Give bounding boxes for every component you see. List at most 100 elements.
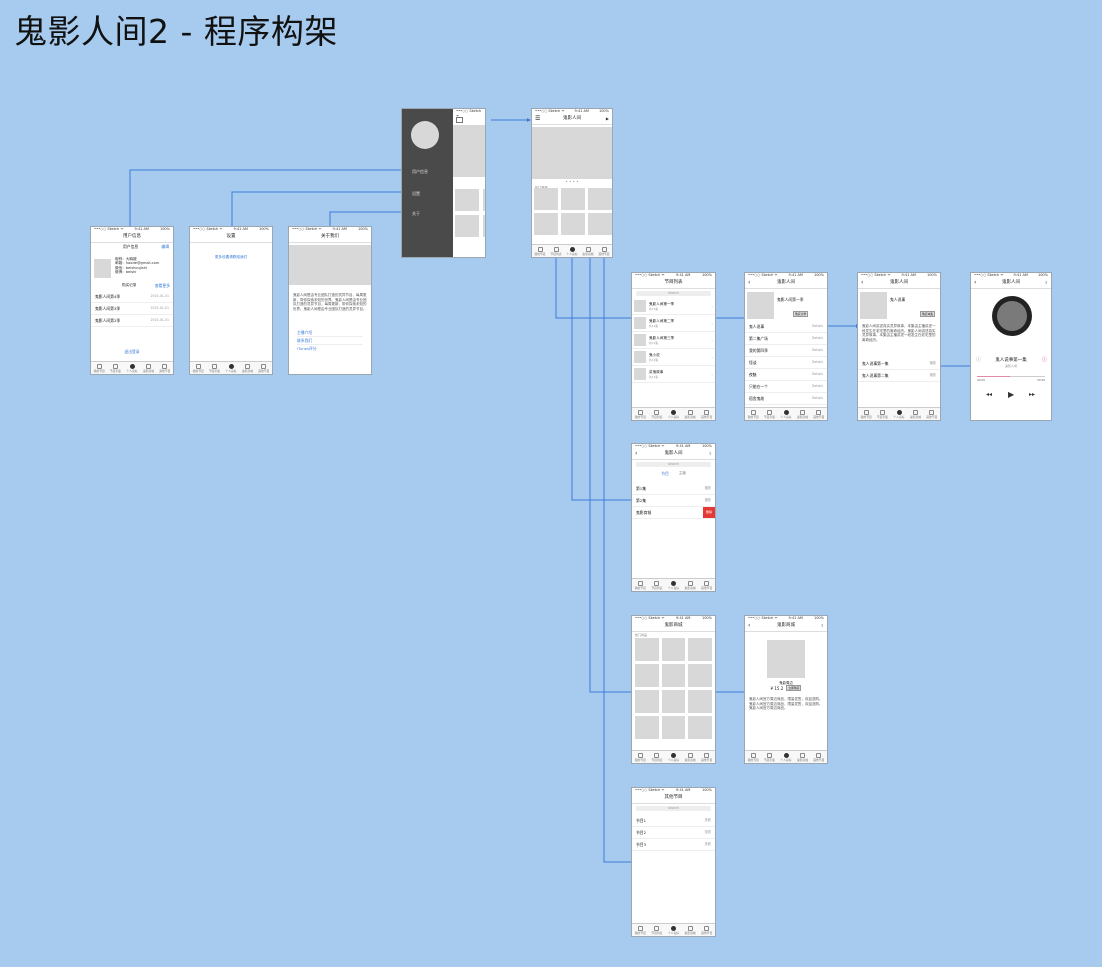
- delete-button[interactable]: 删除: [703, 507, 715, 518]
- tab-my-programs[interactable]: 我的节目: [745, 751, 761, 763]
- search-input[interactable]: Search: [636, 806, 711, 811]
- tab-other[interactable]: 其他节目: [157, 362, 173, 374]
- grid-cell[interactable]: [661, 690, 686, 713]
- tab-my-programs[interactable]: 我的节目: [858, 408, 874, 420]
- grid-cell[interactable]: [661, 638, 686, 661]
- details-link[interactable]: Details: [811, 336, 823, 340]
- list-item[interactable]: 鬼人说事第一集播放: [858, 358, 940, 370]
- edit-button[interactable]: 编辑: [161, 244, 169, 249]
- list-item[interactable]: 讲鬼故事共12集 ›: [632, 366, 715, 383]
- list-item[interactable]: 鬼影人间第一季共12集 ›: [632, 298, 715, 315]
- tab-other[interactable]: 其他节目: [924, 408, 940, 420]
- details-link[interactable]: Details: [811, 360, 823, 364]
- list-item[interactable]: 第2集播放: [632, 495, 715, 507]
- back-icon[interactable]: ‹: [861, 279, 864, 286]
- tab-program-list[interactable]: 节目列表: [548, 245, 564, 257]
- tab-favorites[interactable]: 个人喜好: [891, 408, 907, 420]
- progress-bar[interactable]: [977, 376, 1045, 377]
- back-icon[interactable]: ‹: [748, 622, 751, 629]
- list-item[interactable]: 第1集播放: [632, 483, 715, 495]
- forward-icon[interactable]: ▸▸: [1029, 391, 1036, 398]
- tab-shop[interactable]: 鬼影商城: [907, 408, 923, 420]
- tab-shop[interactable]: 鬼影商城: [140, 362, 156, 374]
- share-icon[interactable]: ⇪: [820, 623, 824, 628]
- tab-program-list[interactable]: 节目列表: [649, 751, 666, 763]
- details-link[interactable]: Details: [811, 348, 823, 352]
- back-icon[interactable]: ‹: [748, 279, 751, 286]
- tab-other[interactable]: 其他节目: [698, 408, 715, 420]
- rewind-icon[interactable]: ◂◂: [986, 391, 993, 398]
- grid-cell[interactable]: [635, 664, 659, 687]
- details-link[interactable]: Details: [811, 396, 823, 400]
- details-link[interactable]: Details: [811, 372, 823, 376]
- tab-favorites[interactable]: 个人喜好: [665, 408, 682, 420]
- logout-button[interactable]: 退出登录: [124, 349, 140, 354]
- tab-shop[interactable]: 鬼影商城: [794, 751, 810, 763]
- buy-button[interactable]: 立即购买: [786, 685, 802, 691]
- tab-shop[interactable]: 鬼影商城: [682, 924, 699, 936]
- tab-shop[interactable]: 鬼影商城: [682, 751, 699, 763]
- segment-programs[interactable]: 节目: [661, 471, 669, 476]
- buy-episode-button[interactable]: 购买本集: [920, 311, 936, 317]
- grid-cell[interactable]: [688, 638, 712, 661]
- grid-cell[interactable]: [635, 690, 659, 713]
- about-link-contact[interactable]: 联系我们: [297, 337, 363, 345]
- tab-shop[interactable]: 鬼影商城: [239, 362, 255, 374]
- grid-cell[interactable]: [688, 690, 712, 713]
- drawer-item-user-info[interactable]: 用户信息: [412, 169, 428, 174]
- menu-icon[interactable]: [456, 117, 463, 123]
- details-link[interactable]: Details: [811, 324, 823, 328]
- play-icon[interactable]: ▶: [605, 116, 609, 121]
- grid-cell[interactable]: [635, 716, 659, 739]
- favorite-icon[interactable]: ⓘ: [1041, 357, 1047, 363]
- play-link[interactable]: 播放: [929, 361, 936, 365]
- grid-cell[interactable]: [561, 213, 585, 235]
- about-link-hosts[interactable]: 主播介绍: [297, 329, 363, 337]
- grid-cell[interactable]: [688, 664, 712, 687]
- grid-cell[interactable]: [688, 716, 712, 739]
- share-icon[interactable]: ⇪: [1044, 280, 1048, 285]
- tab-favorites[interactable]: 个人喜好: [124, 362, 140, 374]
- info-icon[interactable]: ⓘ: [976, 357, 982, 363]
- tab-my-programs[interactable]: 我的节目: [745, 408, 761, 420]
- tab-favorites[interactable]: 个人喜好: [665, 579, 682, 591]
- segment-hosts[interactable]: 主播: [678, 471, 686, 475]
- tab-favorites[interactable]: 个人喜好: [778, 751, 794, 763]
- menu-icon[interactable]: ☰: [535, 115, 541, 122]
- tab-my-programs[interactable]: 我的节目: [632, 408, 649, 420]
- details-link[interactable]: Details: [811, 384, 823, 388]
- search-input[interactable]: Search: [636, 291, 711, 296]
- tab-shop[interactable]: 鬼影商城: [682, 408, 699, 420]
- grid-cell[interactable]: [534, 213, 558, 235]
- list-item[interactable]: 鬼影人间第二季共12集 ›: [632, 315, 715, 332]
- tab-my-programs[interactable]: 我的节目: [91, 362, 107, 374]
- play-link[interactable]: 播放: [929, 373, 936, 377]
- tab-shop[interactable]: 鬼影商城: [580, 245, 596, 257]
- grid-cell[interactable]: [661, 716, 686, 739]
- list-item[interactable]: 鬼人说事第二集播放: [858, 370, 940, 382]
- tab-favorites[interactable]: 个人喜好: [665, 924, 682, 936]
- tab-other[interactable]: 其他节目: [698, 579, 715, 591]
- tab-program-list[interactable]: 节目列表: [649, 579, 666, 591]
- tab-favorites[interactable]: 个人喜好: [564, 245, 580, 257]
- tab-program-list[interactable]: 节目列表: [761, 408, 777, 420]
- tab-program-list[interactable]: 节目列表: [761, 751, 777, 763]
- tab-program-list[interactable]: 节目列表: [107, 362, 123, 374]
- tab-my-programs[interactable]: 我的节目: [632, 579, 649, 591]
- tab-my-programs[interactable]: 我的节目: [190, 362, 206, 374]
- tab-my-programs[interactable]: 我的节目: [532, 245, 548, 257]
- share-icon[interactable]: ⇪: [708, 451, 712, 456]
- tab-other[interactable]: 其他节目: [698, 924, 715, 936]
- drawer-item-settings[interactable]: 设置: [412, 191, 420, 196]
- grid-cell[interactable]: [588, 188, 612, 210]
